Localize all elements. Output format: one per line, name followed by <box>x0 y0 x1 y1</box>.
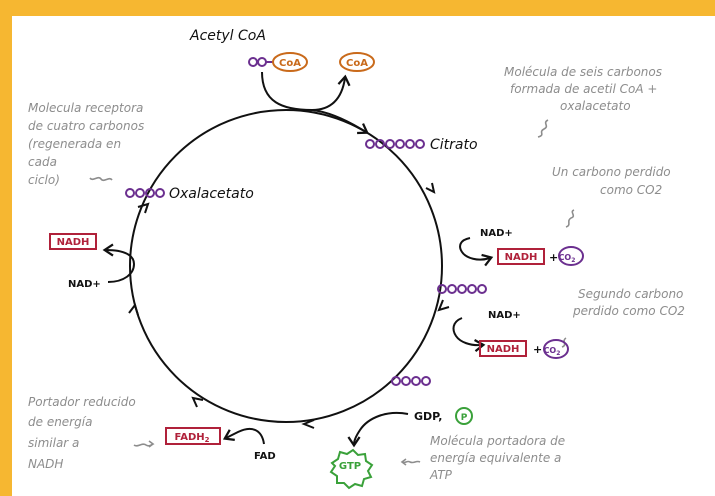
cycle-direction-arrows <box>128 182 450 429</box>
acetyl-coa-label: Acetyl CoA <box>189 28 266 44</box>
coa-out-label: CoA <box>346 58 368 69</box>
svg-text:(regenerada en: (regenerada en <box>28 137 121 151</box>
svg-text:CO2: CO2 <box>544 346 561 357</box>
annotation-carbon-lost: Un carbono perdido como CO2 <box>552 165 671 197</box>
svg-text:de cuatro carbonos: de cuatro carbonos <box>28 119 144 133</box>
annotation-second-carbon: Segundo carbono perdido como CO2 <box>572 287 685 318</box>
svg-text:ATP: ATP <box>429 468 453 482</box>
nadh1-box <box>497 248 545 265</box>
fad-arrow <box>222 427 265 445</box>
nadh1-label: NADH <box>505 252 538 263</box>
nadh2-box <box>479 340 527 357</box>
nad3-arrow <box>102 243 136 283</box>
svg-text:energía equivalente a: energía equivalente a <box>430 451 561 465</box>
nad1-arrow <box>459 237 494 267</box>
svg-text:Portador reducido: Portador reducido <box>28 395 136 409</box>
gtp-starburst <box>329 448 374 490</box>
nad2-arrow <box>452 317 486 353</box>
svg-text:formada de acetil CoA +: formada de acetil CoA + <box>510 82 657 96</box>
svg-text:Un carbono perdido: Un carbono perdido <box>552 165 671 179</box>
co2-2-circle <box>543 339 569 359</box>
plus2: + <box>533 343 542 356</box>
co2-2-label: CO <box>544 346 557 355</box>
fadh2-sub: 2 <box>205 436 210 444</box>
co2-1-sub: 2 <box>571 257 575 264</box>
co2-2-sub: 2 <box>556 350 560 357</box>
fadh2-label: FADH <box>175 432 205 443</box>
svg-text:Molécula portadora de: Molécula portadora de <box>430 434 565 448</box>
annotation-gtp-carrier: Molécula portadora de energía equivalent… <box>429 434 565 482</box>
coa-out-oval <box>339 52 375 72</box>
nadh3-label: NADH <box>57 237 90 248</box>
svg-text:ciclo): ciclo) <box>28 173 60 187</box>
citrato-carbons <box>365 139 425 149</box>
nadh2-label: NADH <box>487 344 520 355</box>
gtp-label: GTP <box>339 461 361 472</box>
acetyl-coa-entry-arrow <box>261 71 351 112</box>
svg-text:NADH: NADH <box>28 457 63 471</box>
pi-circle <box>455 407 473 425</box>
plus1: + <box>549 251 558 264</box>
nad1-label: NAD+ <box>480 228 513 239</box>
four-carbon-chain <box>391 376 431 386</box>
annotation-acceptor: Molecula receptora de cuatro carbonos (r… <box>28 101 144 187</box>
annotation-carrier: Portador reducido de energía similar a N… <box>28 395 136 471</box>
annotation-six-carbon: Molécula de seis carbonos formada de ace… <box>504 65 662 113</box>
co2-1-circle <box>558 246 584 266</box>
pi-label: P <box>461 413 468 423</box>
five-carbon-chain <box>437 284 487 294</box>
co2-1-label: CO <box>559 253 572 262</box>
svg-text:cada: cada <box>28 155 57 169</box>
svg-text:Segundo carbono: Segundo carbono <box>578 287 683 301</box>
svg-text:oxalacetato: oxalacetato <box>560 99 631 113</box>
gdp-arrow <box>347 412 409 448</box>
fadh2-box <box>165 427 221 445</box>
svg-text:CO2: CO2 <box>559 253 576 264</box>
nadh3-box <box>49 233 97 250</box>
citrato-label: Citrato <box>430 137 478 153</box>
oxalacetato-carbons <box>125 188 165 198</box>
coa-in-oval <box>272 52 308 72</box>
svg-text:de energía: de energía <box>28 415 92 429</box>
acetyl-carbons <box>248 57 267 67</box>
gdp-label: GDP, <box>414 410 442 423</box>
svg-text:FADH2: FADH2 <box>175 432 210 444</box>
citrato-arrow <box>311 109 369 135</box>
svg-text:Molecula receptora: Molecula receptora <box>28 101 143 115</box>
coa-in-label: CoA <box>279 58 301 69</box>
svg-text:perdido como CO2: perdido como CO2 <box>572 304 685 318</box>
svg-text:similar a: similar a <box>28 436 79 450</box>
nad2-label: NAD+ <box>488 310 521 321</box>
annotation-pointers <box>89 119 575 466</box>
fad-label: FAD <box>254 451 276 462</box>
oxalacetato-label: Oxalacetato <box>169 186 254 202</box>
cycle-circle <box>129 109 443 423</box>
svg-text:Molécula de seis carbonos: Molécula de seis carbonos <box>504 65 662 79</box>
nad3-label: NAD+ <box>68 279 101 290</box>
svg-text:como CO2: como CO2 <box>600 183 662 197</box>
